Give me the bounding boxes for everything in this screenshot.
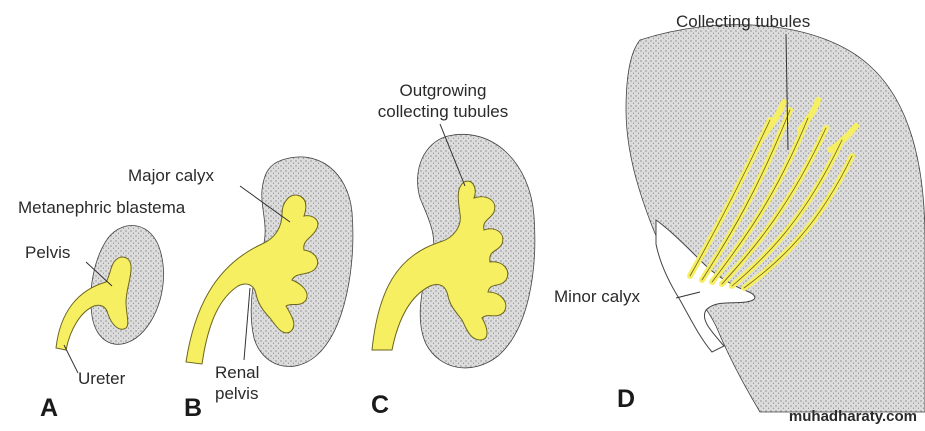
label-outgrowing-tubules: Outgrowing collecting tubules (377, 81, 509, 121)
major-calyx-pointer-line (239, 185, 291, 223)
stage-d-collecting-tubules (687, 97, 859, 291)
panel-letter-d: D (617, 385, 636, 413)
ureter-pointer-line (63, 344, 79, 374)
panel-letter-a: A (40, 394, 59, 422)
stage-b-ureteric-bud (185, 194, 319, 365)
stage-c-ureteric-bud (371, 180, 509, 351)
stage-a-ureteric-bud (55, 256, 132, 351)
label-major-calyx: Major calyx (128, 166, 214, 185)
watermark-text: muhadharaty.com (788, 408, 917, 425)
stage-a-diagram (55, 225, 164, 374)
collecting-tubules-pointer-line (785, 33, 789, 151)
minor-calyx-pointer-line (675, 291, 701, 299)
stage-c-diagram (371, 123, 536, 369)
outgrowing-tubules-pointer-line (439, 123, 466, 187)
label-minor-calyx: Minor calyx (554, 287, 640, 306)
panel-letter-c: C (371, 391, 390, 419)
label-collecting-tubules: Collecting tubules (676, 12, 811, 31)
label-metanephric-blastema: Metanephric blastema (18, 198, 186, 217)
stage-d-diagram (625, 24, 925, 413)
label-pelvis: Pelvis (25, 243, 71, 262)
pelvis-pointer-line (85, 261, 113, 287)
label-renal-pelvis: Renal pelvis (215, 363, 260, 403)
label-ureter: Ureter (78, 369, 126, 388)
renal-pelvis-pointer-line (243, 287, 251, 361)
stage-b-diagram (185, 156, 354, 367)
panel-letter-b: B (184, 394, 203, 422)
